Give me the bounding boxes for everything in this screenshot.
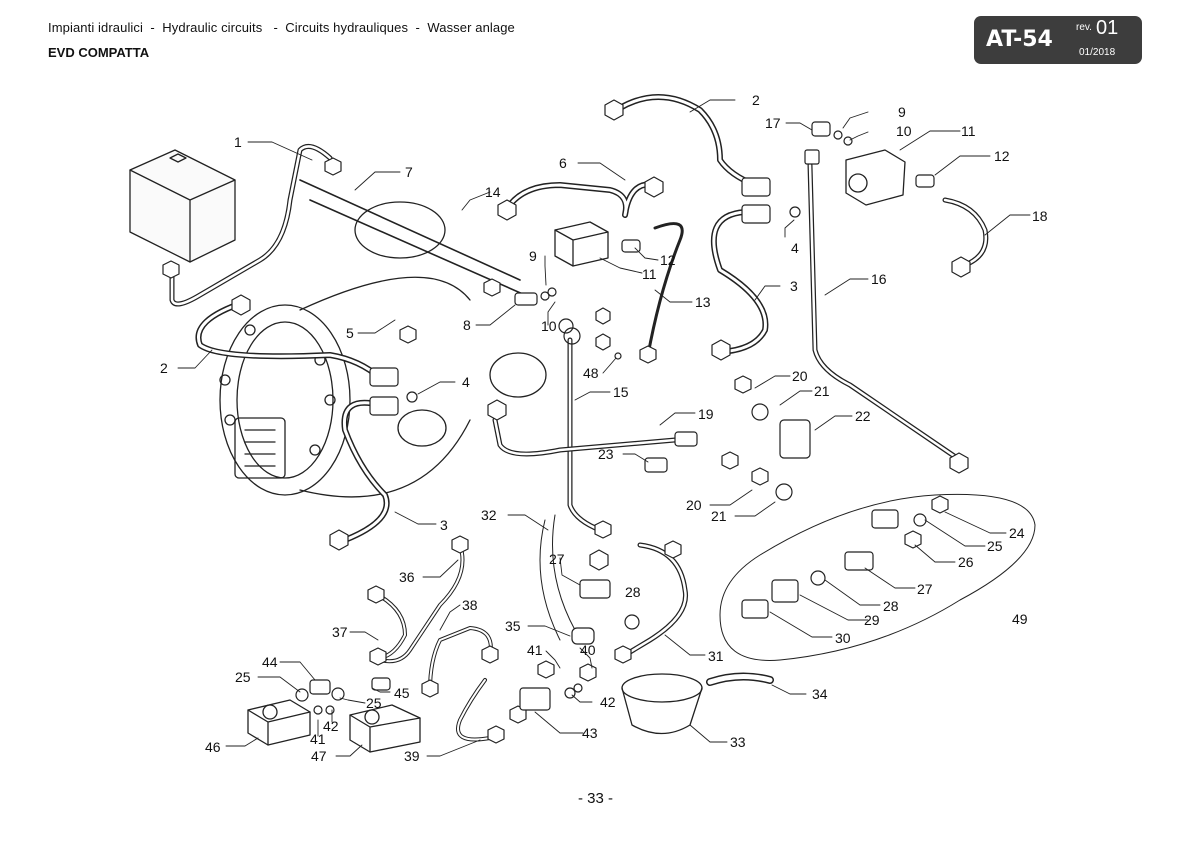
part-label: 49 — [1012, 611, 1028, 627]
part-label: 36 — [399, 569, 415, 585]
part-label: 31 — [708, 648, 724, 664]
part-label: 24 — [1009, 525, 1025, 541]
part-label: 4 — [462, 374, 470, 390]
part-label: 6 — [559, 155, 567, 171]
part-label: 47 — [311, 748, 327, 764]
part-label: 5 — [346, 325, 354, 341]
badge-rev-label: rev. — [1076, 22, 1092, 33]
part-label: 3 — [440, 517, 448, 533]
part-labels: 1 2 2 3 3 4 4 5 6 7 8 9 9 10 10 11 11 12… — [160, 92, 1048, 764]
part-label: 2 — [160, 360, 168, 376]
page-number: - 33 - — [577, 790, 613, 807]
part-label: 9 — [898, 104, 906, 120]
part-label: 11 — [642, 266, 657, 282]
header-title: Impianti idraulici - Hydraulic circuits … — [48, 20, 515, 35]
part-label: 8 — [463, 317, 471, 333]
part-label: 11 — [961, 123, 976, 139]
part-label: 28 — [883, 598, 899, 614]
part-label: 7 — [405, 164, 413, 180]
badge-rev-number: 01 — [1096, 17, 1119, 39]
part-label: 27 — [549, 551, 565, 567]
header-subtitle: EVD COMPATTA — [48, 45, 150, 60]
part-label: 26 — [958, 554, 974, 570]
part-label: 38 — [462, 597, 478, 613]
badge-code: AT-54 — [986, 27, 1053, 52]
part-label: 40 — [580, 642, 596, 658]
part-label: 13 — [695, 294, 711, 310]
part-label: 33 — [730, 734, 746, 750]
part-label: 15 — [613, 384, 629, 400]
part-label: 10 — [896, 123, 912, 139]
part-label: 35 — [505, 618, 521, 634]
part-label: 34 — [812, 686, 828, 702]
part-label: 46 — [205, 739, 221, 755]
part-label: 21 — [814, 383, 830, 399]
part-label: 42 — [323, 718, 339, 734]
part-label: 9 — [529, 248, 537, 264]
part-label: 2 — [752, 92, 760, 108]
part-label: 12 — [994, 148, 1010, 164]
part-label: 25 — [366, 695, 382, 711]
part-label: 14 — [485, 184, 501, 200]
page-code-badge: AT-54 rev. 01 01/2018 — [974, 16, 1142, 64]
part-label: 28 — [625, 584, 641, 600]
part-label: 43 — [582, 725, 598, 741]
part-label: 3 — [790, 278, 798, 294]
part-label: 32 — [481, 507, 497, 523]
part-label: 39 — [404, 748, 420, 764]
badge-date: 01/2018 — [1079, 47, 1116, 58]
part-label: 17 — [765, 115, 781, 131]
part-label: 48 — [583, 365, 599, 381]
part-label: 29 — [864, 612, 880, 628]
part-label: 10 — [541, 318, 557, 334]
part-label: 16 — [871, 271, 887, 287]
part-label: 18 — [1032, 208, 1048, 224]
part-label: 23 — [598, 446, 614, 462]
part-label: 45 — [394, 685, 410, 701]
part-label: 20 — [792, 368, 808, 384]
part-label: 44 — [262, 654, 278, 670]
part-label: 22 — [855, 408, 871, 424]
part-label: 21 — [711, 508, 727, 524]
part-label: 41 — [310, 731, 326, 747]
part-label: 1 — [234, 134, 242, 150]
part-label: 41 — [527, 642, 543, 658]
part-label: 27 — [917, 581, 933, 597]
part-label: 30 — [835, 630, 851, 646]
part-label: 25 — [235, 669, 251, 685]
part-label: 19 — [698, 406, 714, 422]
part-label: 20 — [686, 497, 702, 513]
part-label: 37 — [332, 624, 348, 640]
part-label: 42 — [600, 694, 616, 710]
part-label: 25 — [987, 538, 1003, 554]
part-label: 12 — [660, 252, 676, 268]
part-label: 4 — [791, 240, 799, 256]
